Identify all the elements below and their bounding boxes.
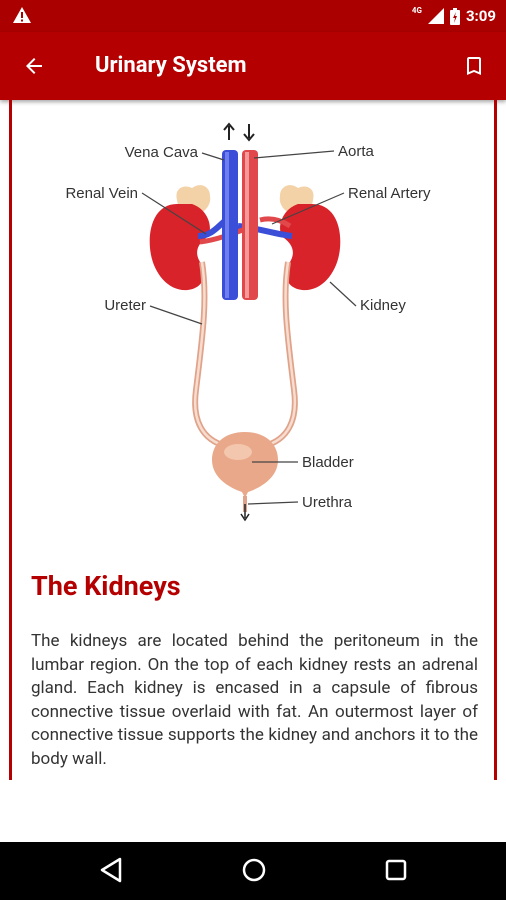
label-renal-artery: Renal Artery bbox=[348, 185, 431, 202]
vena-cava-highlight bbox=[225, 152, 229, 298]
content-bottom-spacer bbox=[0, 780, 506, 842]
page-title: Urinary System bbox=[95, 53, 247, 78]
status-bar: 4G 3:09 bbox=[0, 0, 506, 32]
back-arrow-icon[interactable] bbox=[22, 54, 46, 78]
label-ureter: Ureter bbox=[104, 297, 146, 314]
warning-icon bbox=[13, 7, 31, 23]
left-ureter-inner bbox=[193, 261, 227, 448]
label-urethra: Urethra bbox=[302, 494, 353, 511]
label-bladder: Bladder bbox=[302, 454, 354, 471]
section-body: The kidneys are located behind the perit… bbox=[31, 631, 478, 769]
aorta-highlight bbox=[245, 152, 249, 298]
label-vena-cava: Vena Cava bbox=[125, 144, 199, 161]
system-nav-bar bbox=[0, 842, 506, 900]
leader-lines bbox=[141, 150, 357, 505]
battery-icon bbox=[449, 7, 460, 25]
right-renal-artery bbox=[259, 216, 292, 229]
network-type: 4G bbox=[411, 5, 422, 15]
right-ureter-inner bbox=[263, 261, 297, 448]
signal-icon bbox=[427, 8, 444, 24]
bladder-highlight bbox=[224, 444, 252, 460]
right-kidney bbox=[280, 204, 341, 291]
back-triangle-icon[interactable] bbox=[98, 856, 124, 884]
bookmark-icon[interactable] bbox=[462, 54, 486, 78]
urinary-system-diagram: Vena Cava Aorta Renal Vein Renal Artery … bbox=[65, 122, 431, 522]
content-card: Vena Cava Aorta Renal Vein Renal Artery … bbox=[9, 100, 497, 780]
label-renal-vein: Renal Vein bbox=[65, 185, 138, 202]
flow-arrows bbox=[223, 122, 255, 142]
aorta bbox=[242, 150, 258, 300]
recents-square-icon[interactable] bbox=[383, 856, 409, 884]
urethra-arrowhead bbox=[240, 513, 250, 522]
section-heading: The Kidneys bbox=[31, 570, 181, 602]
left-kidney bbox=[149, 204, 210, 291]
vena-cava bbox=[222, 150, 238, 300]
label-kidney: Kidney bbox=[360, 297, 406, 314]
bladder bbox=[212, 432, 278, 498]
clock: 3:09 bbox=[465, 7, 496, 25]
label-aorta: Aorta bbox=[338, 143, 375, 160]
app-bar: Urinary System bbox=[0, 32, 506, 100]
home-circle-icon[interactable] bbox=[240, 856, 268, 884]
